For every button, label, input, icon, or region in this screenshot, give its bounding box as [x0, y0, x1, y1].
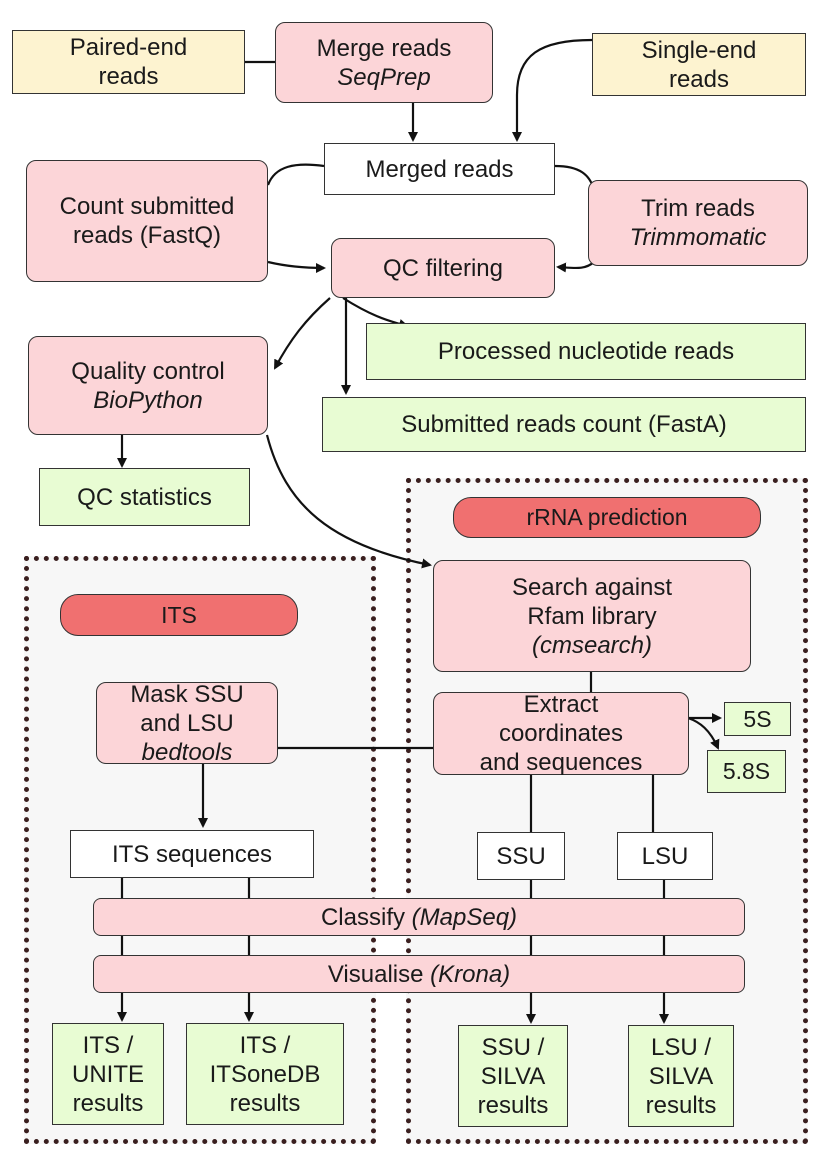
single-end-line-2: reads: [668, 65, 730, 93]
qc-filtering-label: QC filtering: [382, 254, 504, 282]
submitted-reads-count-output: Submitted reads count (FastA): [322, 397, 806, 452]
trim-reads-tool: Trimmomatic: [629, 224, 767, 251]
5-8s-output: 5.8S: [707, 750, 786, 793]
mask-line-1: Mask SSU: [130, 680, 244, 708]
its-itsonedb-line-3: results: [229, 1089, 301, 1117]
lsu-silva-line-2: SILVA: [648, 1062, 714, 1090]
search-rfam-step: Search against Rfam library (cmsearch): [433, 560, 751, 672]
its-unite-line-3: results: [72, 1089, 144, 1117]
search-line-1: Search against: [511, 573, 673, 601]
lsu-silva-line-1: LSU /: [650, 1033, 712, 1061]
mask-tool: bedtools: [141, 738, 233, 766]
its-sequences-box: ITS sequences: [70, 830, 314, 878]
its-itsonedb-line-1: ITS /: [239, 1031, 291, 1059]
paired-end-reads-box: Paired-end reads: [12, 30, 245, 94]
submitted-count-label: Submitted reads count (FastA): [401, 411, 727, 438]
quality-control-tool: BioPython: [93, 386, 203, 414]
merged-reads-box: Merged reads: [324, 143, 555, 195]
rrna-prediction-label: rRNA prediction: [453, 497, 761, 538]
merge-reads-tool: SeqPrep: [337, 63, 431, 91]
extract-coordinates-step: Extract coordinates and sequences: [433, 691, 689, 776]
lsu-label: LSU: [641, 842, 689, 870]
quality-control-step: Quality control BioPython: [28, 336, 268, 435]
ssu-silva-line-1: SSU /: [481, 1033, 545, 1061]
search-tool: (cmsearch): [531, 631, 652, 659]
its-label-text: ITS: [161, 601, 197, 628]
ssu-silva-line-3: results: [477, 1091, 549, 1119]
ssu-box: SSU: [477, 832, 565, 880]
qc-filtering-step: QC filtering: [331, 238, 555, 298]
extract-line-2: coordinates: [498, 720, 624, 747]
5s-label: 5S: [743, 705, 772, 732]
paired-end-line-1: Paired-end: [69, 34, 188, 61]
its-itsonedb-line-2: ITSoneDB: [209, 1060, 321, 1088]
its-unite-line-2: UNITE: [72, 1060, 144, 1088]
processed-reads-label: Processed nucleotide reads: [437, 338, 735, 365]
visualise-tool: (Krona): [430, 960, 511, 988]
visualise-step: Visualise (Krona): [93, 955, 745, 993]
merge-reads-label: Merge reads: [316, 34, 452, 62]
lsu-box: LSU: [617, 832, 713, 880]
paired-end-line-2: reads: [98, 63, 159, 90]
classify-step: Classify (MapSeq): [93, 898, 745, 936]
extract-line-3: and sequences: [479, 749, 643, 776]
rrna-prediction-text: rRNA prediction: [526, 504, 688, 530]
extract-line-1: Extract: [523, 691, 599, 718]
its-sequences-label: ITS sequences: [111, 840, 273, 868]
5-8s-label: 5.8S: [722, 758, 771, 784]
its-unite-results-output: ITS / UNITE results: [52, 1023, 164, 1125]
lsu-silva-line-3: results: [645, 1091, 717, 1119]
classify-tool: (MapSeq): [411, 903, 518, 931]
quality-control-label: Quality control: [71, 357, 225, 385]
its-itsonedb-results-output: ITS / ITSoneDB results: [186, 1023, 344, 1125]
trim-reads-label: Trim reads: [641, 195, 755, 222]
ssu-silva-line-2: SILVA: [480, 1062, 546, 1090]
qc-statistics-output: QC statistics: [39, 468, 250, 526]
lsu-silva-results-output: LSU / SILVA results: [628, 1025, 734, 1127]
count-submitted-reads-step: Count submitted reads (FastQ): [26, 160, 268, 282]
5s-output: 5S: [724, 702, 791, 736]
count-submitted-line-1: Count submitted: [59, 193, 235, 220]
mask-line-2: and LSU: [140, 709, 234, 737]
merge-reads-step: Merge reads SeqPrep: [275, 22, 493, 103]
single-end-reads-box: Single-end reads: [592, 33, 806, 96]
trim-reads-step: Trim reads Trimmomatic: [588, 180, 808, 266]
ssu-label: SSU: [496, 842, 546, 870]
count-submitted-line-2: reads (FastQ): [72, 222, 222, 249]
its-unite-line-1: ITS /: [82, 1031, 134, 1059]
mask-ssu-lsu-step: Mask SSU and LSU bedtools: [96, 680, 278, 766]
merged-reads-label: Merged reads: [365, 155, 514, 183]
classify-label: Classify: [320, 903, 412, 931]
single-end-line-1: Single-end: [641, 36, 757, 64]
qc-statistics-label: QC statistics: [77, 483, 212, 511]
visualise-label: Visualise: [327, 960, 431, 988]
ssu-silva-results-output: SSU / SILVA results: [458, 1025, 568, 1127]
search-line-2: Rfam library: [527, 602, 657, 630]
processed-nucleotide-reads-output: Processed nucleotide reads: [366, 323, 806, 380]
its-label: ITS: [60, 594, 298, 636]
